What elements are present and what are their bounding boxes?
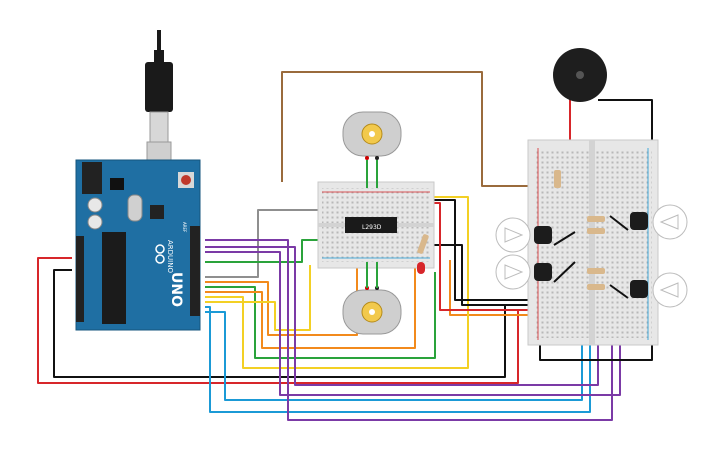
wire-blue-2[interactable]: [205, 272, 583, 401]
sensor-left-top[interactable]: [495, 217, 552, 253]
power-jack: [82, 162, 102, 194]
resistor-middle[interactable]: [417, 234, 429, 255]
dc-motor-icon: [342, 286, 402, 335]
piezo-buzzer[interactable]: [553, 48, 607, 102]
capacitor: [87, 214, 103, 230]
wire-purple-3[interactable]: [205, 251, 621, 396]
photoresistor-icon: [630, 204, 688, 240]
wires: [37, 71, 653, 421]
capacitor: [87, 197, 103, 213]
photoresistor-icon: [495, 217, 552, 253]
aref-label: AREF: [182, 222, 187, 233]
red-led[interactable]: [417, 262, 425, 274]
wire-grey[interactable]: [205, 209, 328, 278]
buzzer-icon: [553, 48, 607, 102]
resistor-icon: [417, 234, 429, 254]
infinity-logo-icon: [155, 244, 165, 264]
wire-orange-3[interactable]: [449, 260, 540, 316]
resistors-right: [554, 170, 605, 290]
photoresistor-icon: [495, 254, 552, 290]
arduino-uno-board[interactable]: ARDUINO UNO AREF: [75, 30, 201, 331]
wire-green[interactable]: [205, 239, 332, 263]
dc-motor-top[interactable]: [342, 111, 402, 188]
right-board-jumpers: [553, 215, 629, 299]
wire-yellow-2[interactable]: [205, 265, 311, 331]
digital-header: [190, 226, 200, 316]
sensor-right-top[interactable]: [630, 204, 688, 240]
sensor-right-bottom[interactable]: [630, 272, 688, 308]
wire-blue-1[interactable]: [205, 215, 591, 413]
dc-motor-icon: [342, 111, 402, 160]
ic-chip-icon: L293D: [345, 217, 397, 233]
crystal: [127, 194, 143, 222]
board-name: UNO: [168, 272, 184, 307]
wire-brown[interactable]: [281, 71, 552, 187]
photoresistor-icon: [630, 272, 688, 308]
wire-green-2[interactable]: [205, 272, 436, 359]
wire-orange-2[interactable]: [205, 268, 416, 349]
wire-purple-1[interactable]: [205, 222, 613, 421]
resistor-icon: [554, 170, 561, 188]
resistor-icon: [587, 268, 605, 274]
wire-yellow-1[interactable]: [205, 196, 469, 369]
wire-buzzer-black[interactable]: [539, 99, 653, 361]
motor-driver-chip[interactable]: L293D: [345, 217, 397, 233]
chip-label: L293D: [362, 224, 382, 231]
board-brand: ARDUINO: [166, 240, 174, 273]
led-icon: [417, 262, 425, 274]
atmega-chip: [102, 232, 126, 324]
resistor-icon: [587, 228, 605, 234]
wire-purple-2[interactable]: [205, 246, 599, 386]
sensor-left-bottom[interactable]: [495, 254, 552, 290]
power-analog-header: [76, 236, 84, 322]
dc-motor-bottom[interactable]: [342, 262, 402, 335]
resistor-icon: [587, 284, 605, 290]
resistor-icon: [587, 216, 605, 222]
